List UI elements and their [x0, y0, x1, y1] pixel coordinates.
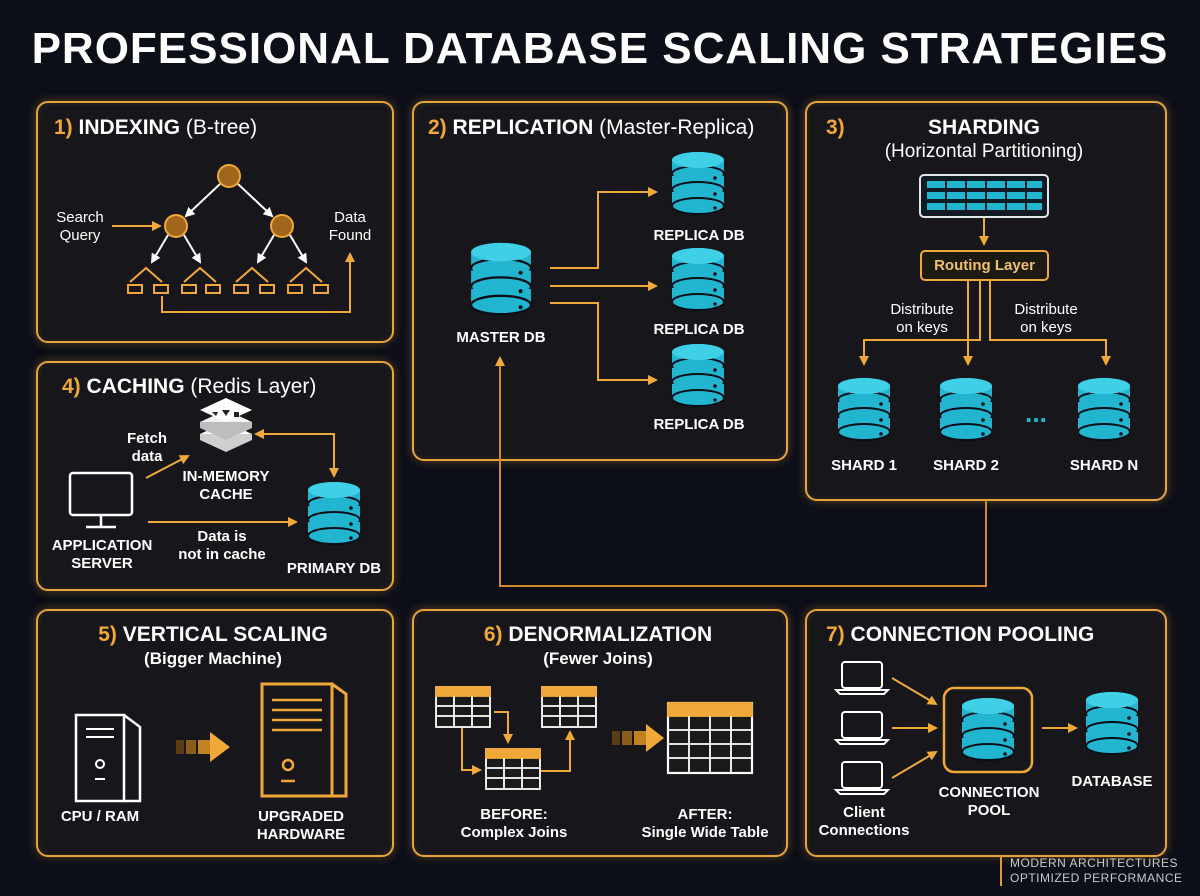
page-title: PROFESSIONAL DATABASE SCALING STRATEGIES	[31, 24, 1169, 73]
after-label: AFTER:Single Wide Table	[641, 806, 769, 841]
before-label: BEFORE:Complex Joins	[460, 806, 568, 841]
vertical-subheading: (Bigger Machine)	[144, 649, 282, 668]
denorm-arrows	[461, 711, 664, 775]
shard-2-label: SHARD 2	[933, 457, 999, 474]
shard-n-label: SHARD N	[1069, 457, 1139, 474]
footer-tagline: MODERN ARCHITECTURES OPTIMIZED PERFORMAN…	[1000, 856, 1183, 886]
panel-vertical-scaling	[36, 609, 394, 857]
denorm-heading: 6) DENORMALIZATION	[483, 623, 713, 646]
replication-diagram	[469, 151, 987, 587]
cpu-ram-label: CPU / RAM	[60, 808, 140, 825]
indexing-heading: 1) INDEXING (B-tree)	[54, 116, 258, 139]
replication-heading: 2) REPLICATION (Master-Replica)	[428, 116, 755, 139]
pooling-diagram	[835, 661, 1139, 795]
vertical-scaling-diagram	[74, 682, 348, 803]
btree-diagram	[112, 164, 355, 313]
sharding-subheading: (Horizontal Partitioning)	[884, 141, 1084, 162]
routing-layer-label: Routing Layer	[934, 257, 1035, 274]
caching-diagram	[68, 398, 361, 545]
caching-heading: 4) CACHING (Redis Layer)	[62, 375, 317, 398]
replica-db-label-1: REPLICA DB	[653, 227, 745, 244]
sharding-diagram	[837, 174, 1131, 441]
shard-1-label: SHARD 1	[831, 457, 897, 474]
pooling-heading: 7) CONNECTION POOLING	[826, 623, 1095, 646]
sharding-heading-num: 3)	[826, 116, 845, 139]
database-label: DATABASE	[1071, 773, 1153, 790]
denorm-subheading: (Fewer Joins)	[543, 649, 653, 668]
vertical-heading: 5) VERTICAL SCALING	[98, 623, 328, 646]
sharding-heading: SHARDING	[927, 116, 1040, 139]
shard-ellipsis: ...	[1025, 398, 1047, 428]
master-db-label: MASTER DB	[456, 329, 546, 346]
replica-db-label-3: REPLICA DB	[653, 416, 745, 433]
replica-db-label-2: REPLICA DB	[653, 321, 745, 338]
denorm-diagram	[435, 686, 754, 790]
panel-indexing	[36, 101, 394, 343]
primary-db-label: PRIMARY DB	[286, 560, 382, 577]
